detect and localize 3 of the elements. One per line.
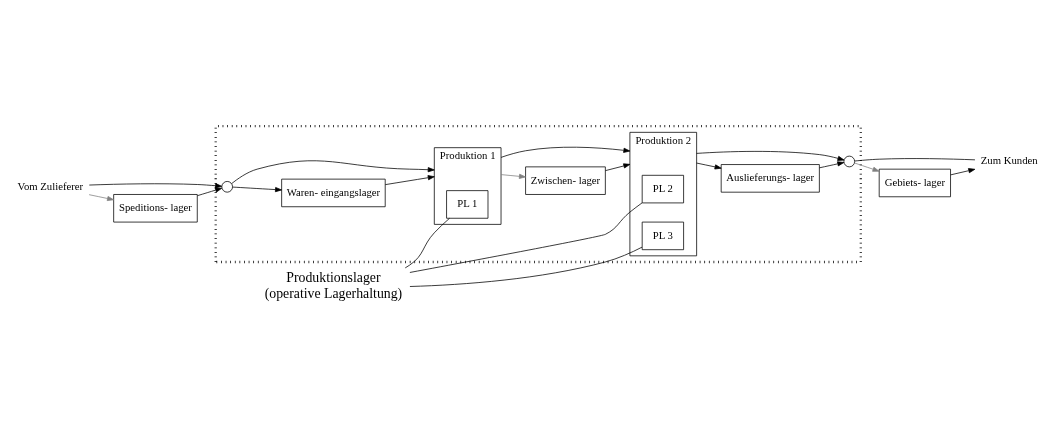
node-text: Produktionslager (operative Lagerhaltung): [264, 270, 403, 301]
node-text: Zum Kunden: [980, 154, 1038, 167]
node-text: Vom Zulieferer: [17, 179, 84, 192]
